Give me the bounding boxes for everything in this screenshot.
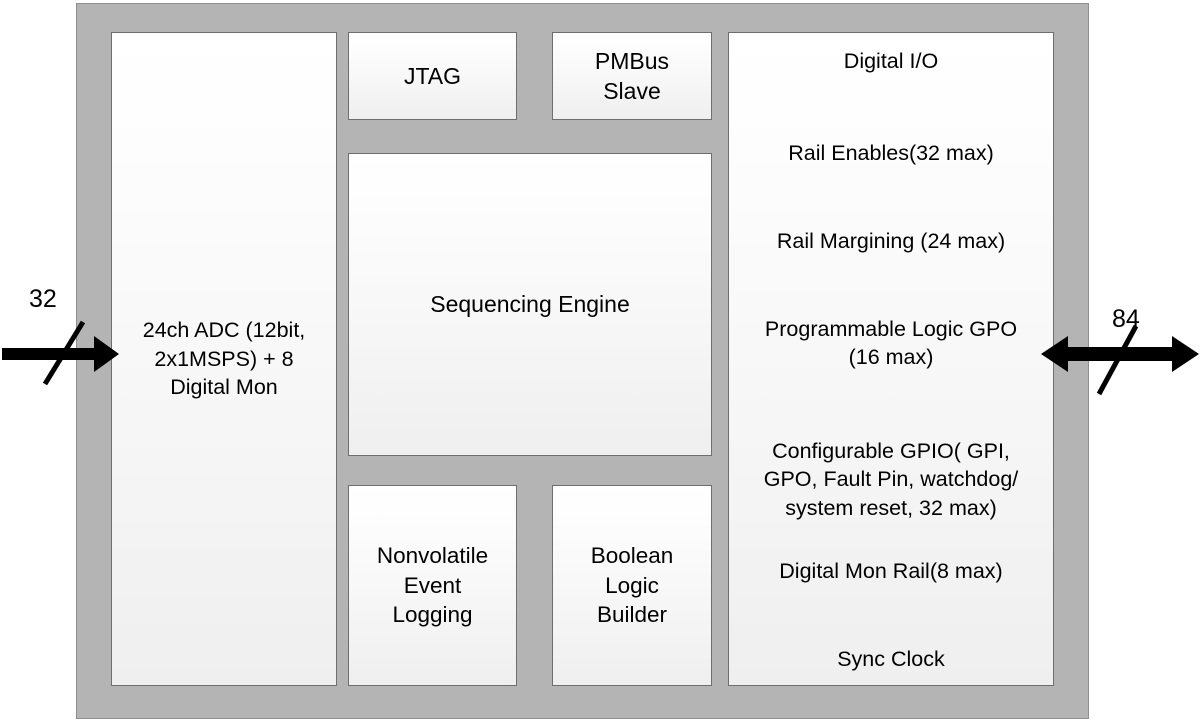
- digital-io-rail-enables: Rail Enables(32 max): [788, 141, 994, 165]
- digital-io-programmable-logic-gpo: Programmable Logic GPO (16 max): [764, 317, 1018, 370]
- output-bus-double-arrow-icon: [1041, 324, 1199, 396]
- block-boolean-logic-builder[interactable]: Boolean Logic Builder: [552, 485, 712, 686]
- digital-io-list: Digital I/O Rail Enables(32 max) Rail Ma…: [729, 33, 1053, 685]
- block-sequencing-engine-label: Sequencing Engine: [430, 291, 630, 318]
- block-pmbus-slave-label: PMBus Slave: [594, 47, 670, 104]
- block-jtag-label: JTAG: [403, 62, 462, 89]
- digital-io-digital-mon-rail: Digital Mon Rail(8 max): [779, 559, 1003, 583]
- block-nonvolatile-event-logging[interactable]: Nonvolatile Event Logging: [348, 485, 517, 686]
- block-boolean-logic-builder-label: Boolean Logic Builder: [590, 542, 674, 628]
- block-adc[interactable]: 24ch ADC (12bit, 2x1MSPS) + 8 Digital Mo…: [111, 32, 337, 686]
- input-bus-arrow-icon: [2, 320, 119, 386]
- block-digital-io[interactable]: Digital I/O Rail Enables(32 max) Rail Ma…: [728, 32, 1054, 686]
- block-jtag[interactable]: JTAG: [348, 32, 517, 120]
- digital-io-configurable-gpio: Configurable GPIO( GPI, GPO, Fault Pin, …: [763, 439, 1019, 520]
- input-bus-width-label: 32: [29, 285, 57, 313]
- block-adc-label: 24ch ADC (12bit, 2x1MSPS) + 8 Digital Mo…: [142, 318, 306, 400]
- digital-io-sync-clock: Sync Clock: [837, 647, 945, 671]
- block-sequencing-engine[interactable]: Sequencing Engine: [348, 153, 712, 456]
- block-pmbus-slave[interactable]: PMBus Slave: [552, 32, 712, 120]
- block-nonvolatile-event-logging-label: Nonvolatile Event Logging: [376, 542, 489, 628]
- digital-io-heading: Digital I/O: [843, 49, 939, 73]
- digital-io-rail-margining: Rail Margining (24 max): [776, 229, 1006, 253]
